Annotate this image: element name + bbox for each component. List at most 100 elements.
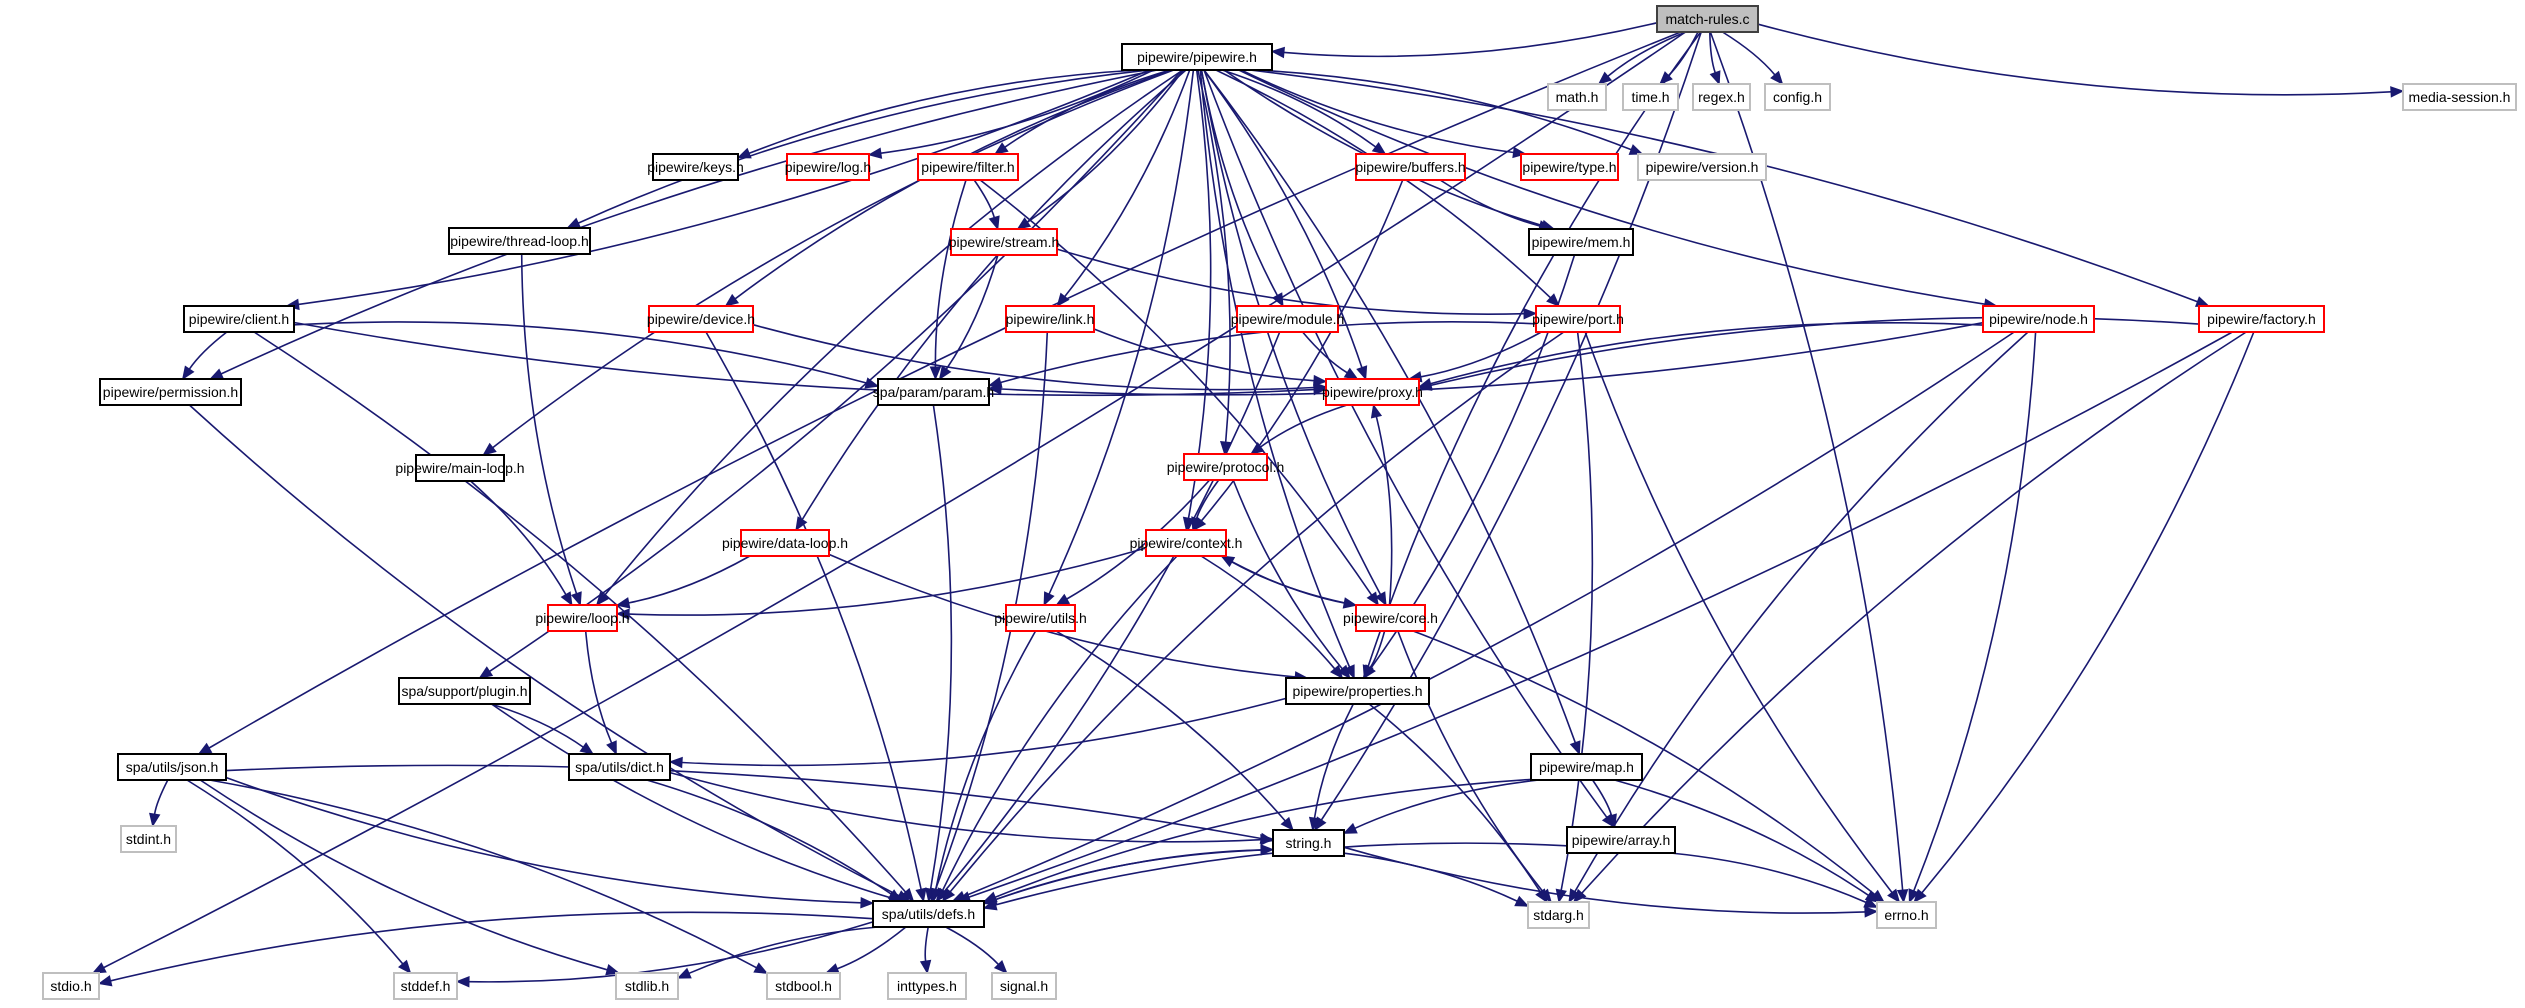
edge-string-to-errno: [1343, 846, 1879, 918]
node-box: [872, 900, 985, 928]
node-box: [1355, 604, 1426, 632]
node-math[interactable]: math.h: [1547, 83, 1607, 111]
node-loop[interactable]: pipewire/loop.h: [535, 604, 630, 632]
edge-line: [1368, 703, 1541, 893]
node-node[interactable]: pipewire/node.h: [1982, 305, 2095, 333]
node-label: pipewire/log.h: [785, 159, 871, 175]
edge-line: [1231, 561, 1357, 607]
node-signal[interactable]: signal.h: [991, 972, 1057, 1000]
node-box: [1285, 677, 1430, 705]
node-stdlib[interactable]: stdlib.h: [615, 972, 679, 1000]
node-regex[interactable]: regex.h: [1692, 83, 1751, 111]
node-box: [648, 305, 754, 333]
node-label: spa/utils/defs.h: [882, 906, 975, 922]
node-utils[interactable]: pipewire/utils.h: [994, 604, 1087, 632]
node-box: [615, 972, 679, 1000]
arrowhead-icon: [1337, 664, 1351, 680]
edge-stream-to-param: [938, 254, 999, 381]
node-label: stddef.h: [401, 978, 451, 994]
node-json[interactable]: spa/utils/json.h: [117, 753, 227, 781]
node-core[interactable]: pipewire/core.h: [1343, 604, 1438, 632]
node-threadloop[interactable]: pipewire/thread-loop.h: [448, 227, 591, 255]
edge-client-to-permission: [181, 331, 228, 381]
node-permission[interactable]: pipewire/permission.h: [99, 378, 242, 406]
node-errno[interactable]: errno.h: [1876, 901, 1937, 929]
node-type[interactable]: pipewire/type.h: [1520, 153, 1619, 181]
edge-line: [1581, 331, 2247, 894]
node-label: stdlib.h: [625, 978, 669, 994]
edge-line: [1048, 69, 1195, 595]
edge-port-to-errno: [1584, 331, 1901, 904]
node-label: regex.h: [1698, 89, 1745, 105]
edge-line: [1215, 69, 1551, 299]
node-link[interactable]: pipewire/link.h: [1005, 305, 1095, 333]
edge-line: [153, 779, 169, 815]
node-string[interactable]: string.h: [1272, 829, 1345, 857]
node-properties[interactable]: pipewire/properties.h: [1285, 677, 1430, 705]
node-label: pipewire/stream.h: [949, 234, 1060, 250]
node-mainloop[interactable]: pipewire/main-loop.h: [395, 454, 525, 482]
node-port[interactable]: pipewire/port.h: [1532, 305, 1624, 333]
node-stddef[interactable]: stddef.h: [393, 972, 458, 1000]
node-version[interactable]: pipewire/version.h: [1637, 153, 1767, 181]
arrowhead-icon: [1913, 888, 1927, 903]
edge-pipewire-to-dataloop: [795, 69, 1187, 532]
node-stdbool[interactable]: stdbool.h: [766, 972, 841, 1000]
arrowhead-icon: [1628, 144, 1644, 155]
node-time[interactable]: time.h: [1622, 83, 1679, 111]
edge-line: [1093, 328, 1315, 382]
node-stream[interactable]: pipewire/stream.h: [949, 228, 1060, 256]
node-factory[interactable]: pipewire/factory.h: [2198, 305, 2325, 333]
node-buffers[interactable]: pipewire/buffers.h: [1355, 153, 1466, 181]
edge-line: [1195, 479, 1220, 519]
node-device[interactable]: pipewire/device.h: [647, 305, 755, 333]
node-inttypes[interactable]: inttypes.h: [887, 972, 967, 1000]
node-mem[interactable]: pipewire/mem.h: [1528, 228, 1634, 256]
node-mediasession[interactable]: media-session.h: [2402, 83, 2517, 111]
node-label: stdbool.h: [775, 978, 832, 994]
edge-pipewire-to-plugin: [478, 69, 1183, 679]
node-keys[interactable]: pipewire/keys.h: [647, 153, 744, 181]
node-stdarg[interactable]: stdarg.h: [1527, 901, 1590, 929]
node-label: pipewire/utils.h: [994, 610, 1087, 626]
arrowhead-icon: [860, 897, 875, 909]
edge-pipewire-to-client: [285, 69, 1150, 311]
node-stdint[interactable]: stdint.h: [120, 825, 177, 853]
arrowhead-icon: [1356, 365, 1368, 381]
node-log[interactable]: pipewire/log.h: [785, 153, 871, 181]
edge-line: [293, 321, 1315, 397]
arrowhead-icon: [398, 959, 412, 974]
edge-json-to-stdlib: [199, 779, 621, 976]
arrowhead-icon: [209, 368, 225, 380]
edge-pipewire-to-version: [1256, 69, 1644, 155]
node-dataloop[interactable]: pipewire/data-loop.h: [722, 529, 848, 557]
node-map[interactable]: pipewire/map.h: [1530, 753, 1643, 781]
arrowhead-icon: [478, 666, 494, 679]
edge-line: [801, 69, 1187, 521]
node-client[interactable]: pipewire/client.h: [183, 305, 295, 333]
node-config[interactable]: config.h: [1764, 83, 1831, 111]
arrowhead-icon: [1260, 833, 1275, 846]
node-protocol[interactable]: pipewire/protocol.h: [1167, 453, 1285, 481]
arrowhead-icon: [1219, 441, 1232, 456]
node-stdio[interactable]: stdio.h: [42, 972, 100, 1000]
node-dict[interactable]: spa/utils/dict.h: [568, 753, 671, 781]
node-proxy[interactable]: pipewire/proxy.h: [1322, 378, 1423, 406]
node-defs[interactable]: spa/utils/defs.h: [872, 900, 985, 928]
edge-line: [924, 926, 929, 962]
node-box: [1622, 83, 1679, 111]
node-pipewire[interactable]: pipewire/pipewire.h: [1121, 43, 1273, 71]
node-param[interactable]: spa/param/param.h: [873, 378, 994, 406]
edge-line: [1026, 69, 1185, 223]
node-context[interactable]: pipewire/context.h: [1130, 529, 1243, 557]
edge-line: [225, 764, 1262, 840]
node-label: pipewire/node.h: [1989, 311, 2088, 327]
edge-defs-to-stdbool: [824, 926, 907, 974]
node-filter[interactable]: pipewire/filter.h: [917, 153, 1019, 181]
node-array[interactable]: pipewire/array.h: [1566, 826, 1676, 854]
node-module[interactable]: pipewire/module.h: [1231, 305, 1345, 333]
arrowhead-icon: [1864, 906, 1879, 918]
arrowhead-icon: [1555, 888, 1567, 904]
node-plugin[interactable]: spa/support/plugin.h: [398, 677, 531, 705]
